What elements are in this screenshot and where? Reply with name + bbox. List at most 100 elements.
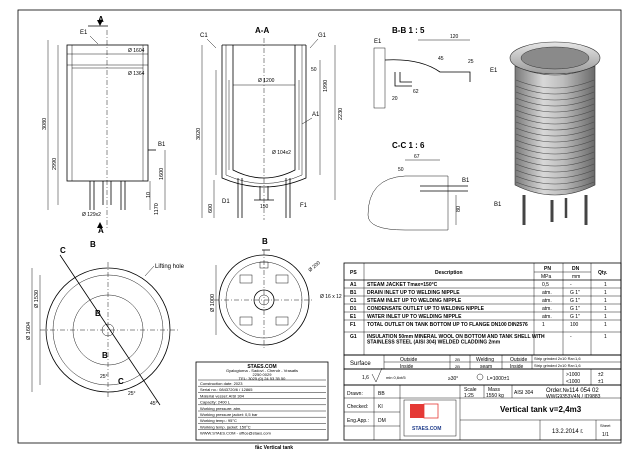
bom-cell-pn: atm. bbox=[542, 314, 552, 320]
bom-cell-qty: 1 bbox=[604, 290, 607, 296]
nameplate-row: Working temp.: 95°C bbox=[200, 418, 237, 423]
isometric-tank: E1 B1 bbox=[490, 41, 601, 225]
bom-cell-ps: C1 bbox=[350, 298, 357, 304]
surface-label: Surface bbox=[350, 361, 371, 367]
nameplate-row: Gyalogtorna - Sadovi - Chendr - Vrasatls bbox=[226, 368, 298, 373]
dim-h1990: 1990 bbox=[323, 80, 329, 92]
tol-len: L=1000±1 bbox=[487, 376, 510, 382]
order-value: Order.№114 054 02 bbox=[546, 387, 599, 394]
cut-b-bottomview: B bbox=[262, 237, 268, 246]
bom-cell-desc: STAINLESS STEEL (AISI 304) WELDED CLADDI… bbox=[367, 340, 501, 346]
bom-cell-qty: 1 bbox=[604, 298, 607, 304]
cut-b-mid: B bbox=[95, 309, 101, 318]
surface-inside: Inside bbox=[400, 364, 414, 370]
nameplate-row: WWW.STAES.COM - office@staes.com bbox=[200, 431, 271, 436]
dim-cc67: 67 bbox=[414, 154, 420, 160]
material-value: AISI 304 bbox=[514, 390, 533, 396]
bom-cell-pn: - bbox=[542, 334, 544, 340]
bom-cell-desc: STEAM JACKET Tmax=150°C bbox=[367, 282, 438, 288]
dim-d104: Ø 104x2 bbox=[272, 150, 291, 156]
tol-angle: ≥30° bbox=[448, 376, 458, 382]
bom-cell-dn: G 1" bbox=[570, 306, 580, 312]
nameplate-row: Serial no.: 0843720/6 / 12865 bbox=[200, 387, 253, 392]
bom-unit-pn: MPa bbox=[541, 274, 552, 280]
section-bb: B-B 1 : 5 E1 120 62 45 25 20 bbox=[373, 26, 474, 109]
bom-head-ps: PS bbox=[350, 270, 357, 276]
dim-h3020: 3020 bbox=[196, 128, 202, 140]
dim-cc50: 50 bbox=[398, 167, 404, 173]
bom-cell-desc: CONDENSATE OUTLET UP TO WELDING NIPPLE bbox=[367, 306, 485, 312]
bom-cell-desc: WATER INLET UP TO WELDING NIPPLE bbox=[367, 314, 462, 320]
tol-min: min 0,6xt/5 bbox=[386, 375, 406, 380]
dim-h1600: 1600 bbox=[159, 168, 165, 180]
weld-inside-val: Strip grinded 2x10 Ra<1,6 bbox=[534, 363, 581, 368]
dim-d1530: Ø 1530 bbox=[34, 290, 40, 308]
nameplate-row: Capacity: 2400 L bbox=[200, 400, 231, 405]
weld-inside: Inside bbox=[510, 364, 524, 370]
scale-value: 1:25 bbox=[464, 393, 474, 399]
date-value: 13.2.2014 г. bbox=[552, 429, 584, 435]
dim-d1604: Ø 1604 bbox=[128, 48, 145, 54]
callout-b1-cc: B1 bbox=[462, 178, 470, 184]
bom-cell-qty: 1 bbox=[604, 306, 607, 312]
dim-d1000: Ø 1000 bbox=[210, 294, 216, 312]
dim-d1364: Ø 1364 bbox=[128, 71, 145, 77]
bom-row: D1 CONDENSATE OUTLET UP TO WELDING NIPPLE… bbox=[344, 306, 621, 313]
dim-bb25: 25 bbox=[468, 59, 474, 65]
bom-cell-qty: 1 bbox=[604, 282, 607, 288]
bom-cell-dn: - bbox=[570, 334, 572, 340]
drawing-frame bbox=[17, 9, 622, 444]
drawing-title: Vertical tank v=2,4m3 bbox=[500, 405, 582, 414]
nameplate-row: Construction date: 2023 bbox=[200, 381, 243, 386]
dim-a45: 45° bbox=[150, 401, 158, 407]
dim-h3080: 3080 bbox=[42, 118, 48, 130]
dim-bb45: 45 bbox=[438, 56, 444, 62]
callout-f1: F1 bbox=[300, 203, 308, 209]
mass-label: Mass bbox=[488, 387, 500, 393]
tol-p1: ±2 bbox=[598, 372, 604, 378]
dim-h50: 50 bbox=[311, 67, 317, 73]
nameplate-row: TEL: 3025 (0) 24 53 35 50 bbox=[239, 376, 286, 381]
dim-h2230: 2230 bbox=[338, 108, 344, 120]
dim-bb120: 120 bbox=[450, 34, 459, 40]
dim-d200: Ø 200 bbox=[307, 260, 321, 273]
cut-b-low: B bbox=[102, 351, 108, 360]
bom-head-desc: Description bbox=[435, 270, 463, 276]
bom-cell-dn: G 1" bbox=[570, 314, 580, 320]
nameplate-row: Working pressure: atm. bbox=[200, 406, 241, 411]
callout-e1-bb: E1 bbox=[374, 39, 382, 45]
section-cc: C-C 1 : 6 67 50 B1 80 bbox=[367, 141, 470, 231]
dim-h600: 600 bbox=[208, 204, 214, 213]
bom-cell-dn: G 1" bbox=[570, 298, 580, 304]
callout-c1: C1 bbox=[200, 33, 208, 39]
nameplate-row: Material vessel: AISI 304 bbox=[200, 393, 245, 398]
dim-h1170: 1170 bbox=[154, 203, 160, 215]
callout-b1-front: B1 bbox=[158, 142, 166, 148]
dim-h150: 150 bbox=[260, 204, 269, 210]
view-a-bottom-label: A bbox=[98, 226, 104, 235]
weld-outside: Outside bbox=[510, 357, 527, 363]
view-a-top-label: A bbox=[98, 15, 104, 24]
bom-cell-dn: - bbox=[570, 282, 572, 288]
welding-label: Welding bbox=[476, 357, 494, 363]
bom-cell-dn: 100 bbox=[570, 322, 579, 328]
bom-head-pn: PN bbox=[544, 266, 551, 272]
logo-text: STAES.COM bbox=[412, 426, 441, 432]
section-cc-title: C-C 1 : 6 bbox=[392, 141, 425, 150]
bom-cell-ps: B1 bbox=[350, 290, 357, 296]
nameplate-row: Working pressure jacket: 0,5 bar bbox=[200, 412, 258, 417]
surface-outside: Outside bbox=[400, 357, 417, 363]
eng-label: Eng.App.: bbox=[347, 418, 369, 424]
dim-h10: 10 bbox=[146, 192, 152, 198]
bom-cell-ps: D1 bbox=[350, 306, 357, 312]
dim-a25b: 25° bbox=[128, 391, 136, 397]
bom-cell-desc: DRAIN INLET UP TO WELDING NIPPLE bbox=[367, 290, 460, 296]
tol-r1: >1000 bbox=[566, 372, 580, 378]
surface-outside-val: 2B bbox=[455, 357, 460, 362]
bom-cell-pn: atm. bbox=[542, 298, 552, 304]
